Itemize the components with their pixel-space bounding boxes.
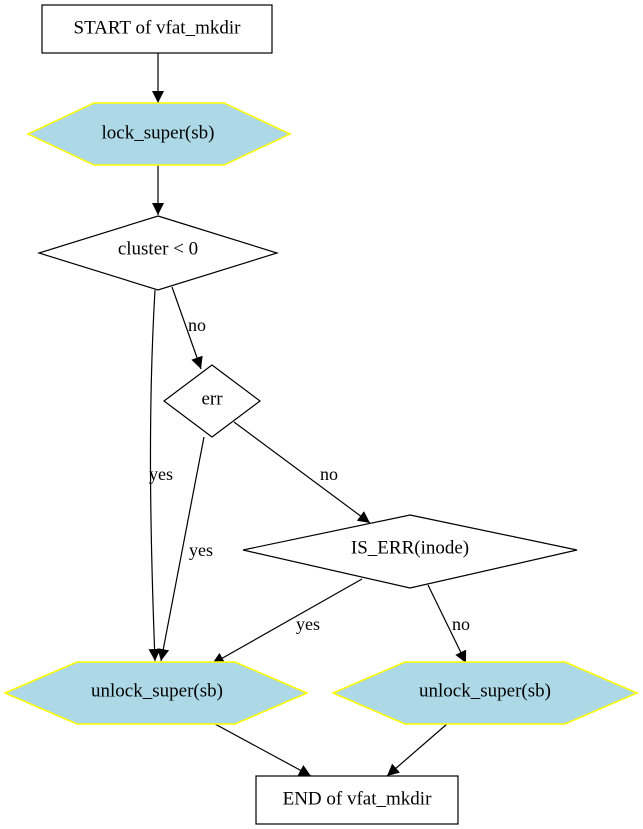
edge-label-cluster-no: no xyxy=(188,315,206,335)
node-is-err-check: IS_ERR(inode) xyxy=(242,514,578,589)
unlock-super-left-label: unlock_super(sb) xyxy=(91,680,223,701)
edge-label-is-err-yes: yes xyxy=(296,614,320,634)
edge-unlock-right-to-end xyxy=(386,723,448,777)
end-box xyxy=(255,775,459,825)
node-unlock-super-left: unlock_super(sb) xyxy=(3,661,309,725)
edge-cluster-to-err xyxy=(171,286,203,370)
cluster-check-diamond xyxy=(36,215,280,291)
edge-unlock-left-to-end xyxy=(214,723,312,777)
lock-super-hexagon xyxy=(26,102,292,166)
is-err-check-diamond xyxy=(242,514,578,589)
node-cluster-check: cluster < 0 xyxy=(36,215,280,291)
edge-label-is-err-no: no xyxy=(452,614,470,634)
edges xyxy=(148,53,467,777)
edge-err-to-unlock-left xyxy=(157,436,205,662)
unlock-super-right-label: unlock_super(sb) xyxy=(419,680,551,701)
err-check-label: err xyxy=(201,388,223,409)
unlock-super-right-hexagon xyxy=(331,661,639,725)
err-check-diamond xyxy=(163,364,261,438)
lock-super-label: lock_super(sb) xyxy=(102,122,215,143)
edge-label-err-no: no xyxy=(320,464,338,484)
is-err-check-label: IS_ERR(inode) xyxy=(351,537,469,558)
node-start: START of vfat_mkdir xyxy=(41,4,273,54)
edge-is-err-to-unlock-left xyxy=(211,578,363,665)
edge-label-err-yes: yes xyxy=(189,540,213,560)
end-label: END of vfat_mkdir xyxy=(283,788,432,809)
edge-err-to-is-err xyxy=(233,421,371,524)
node-unlock-super-right: unlock_super(sb) xyxy=(331,661,639,725)
node-err-check: err xyxy=(163,364,261,438)
edge-label-cluster-yes: yes xyxy=(149,464,173,484)
node-end: END of vfat_mkdir xyxy=(255,775,459,825)
start-label: START of vfat_mkdir xyxy=(74,17,242,38)
start-box xyxy=(41,4,273,54)
edge-is-err-to-unlock-right xyxy=(427,584,467,664)
node-lock-super: lock_super(sb) xyxy=(26,102,292,166)
cluster-check-label: cluster < 0 xyxy=(118,238,198,259)
unlock-super-left-hexagon xyxy=(3,661,309,725)
edge-cluster-to-unlock-left xyxy=(148,289,161,662)
